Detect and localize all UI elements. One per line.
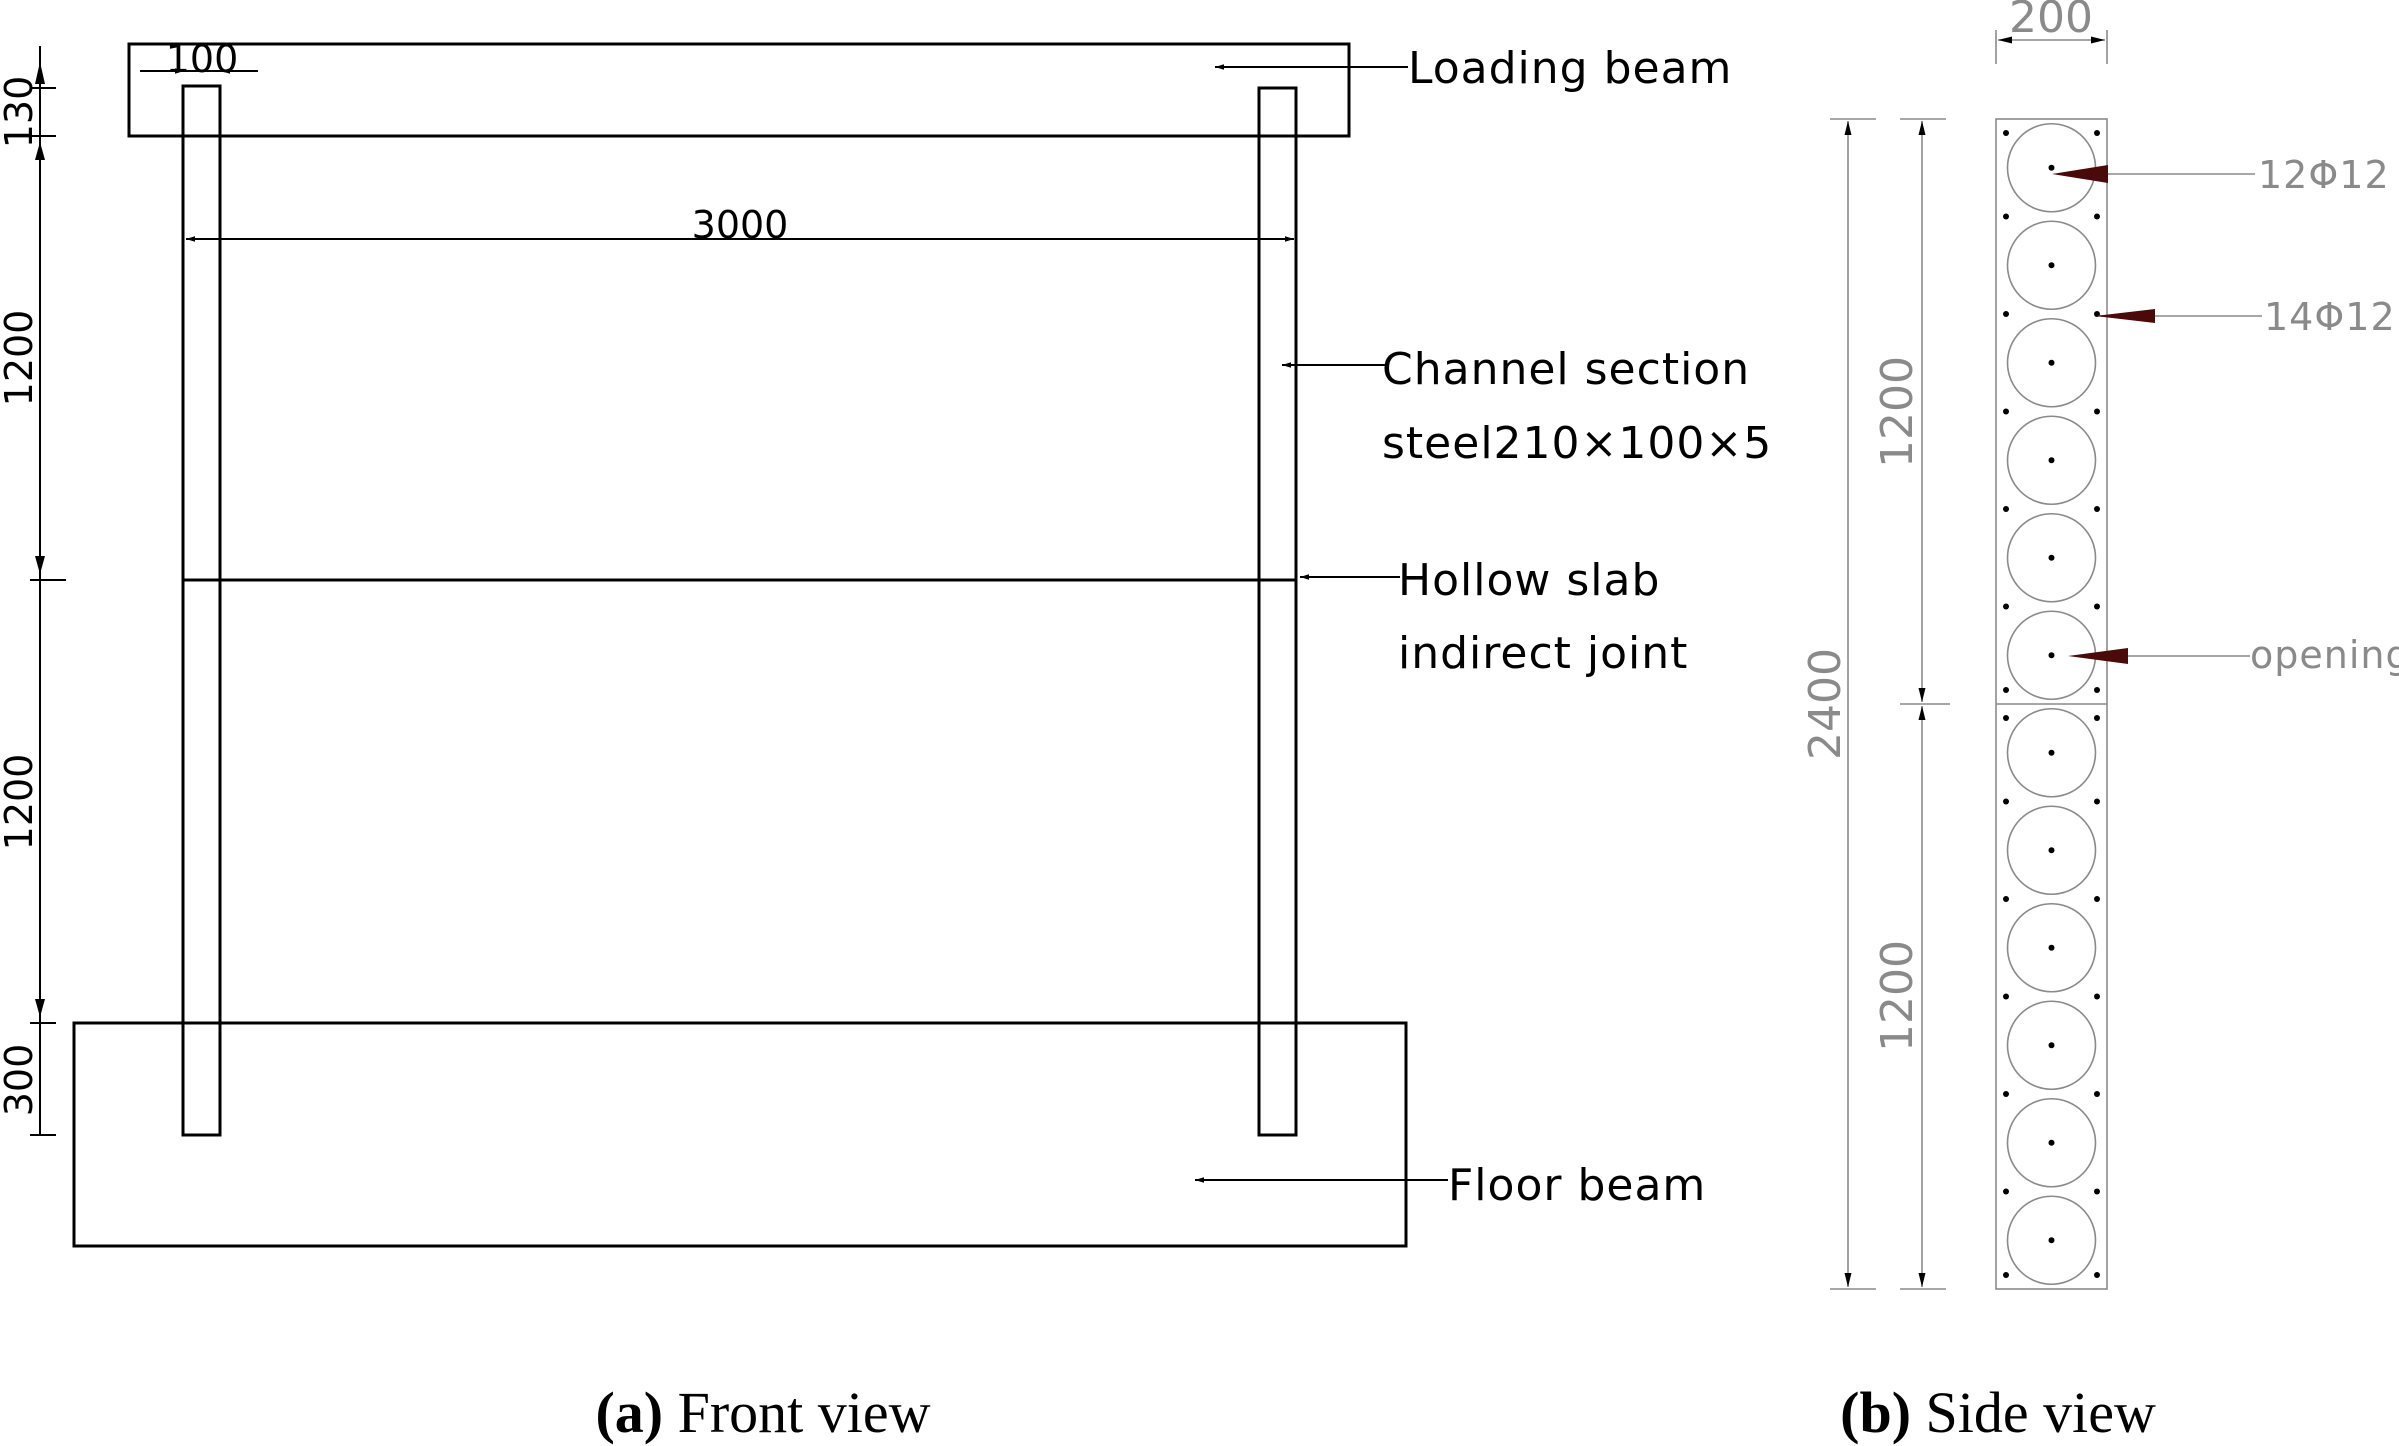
opening-circle-8 [2006, 902, 2097, 993]
side-rebar-dot-18 [2003, 896, 2009, 902]
opening-circle-7 [2006, 805, 2097, 896]
side-width-dim-text: 200 [2009, 0, 2093, 43]
span-dimension-text: 3000 [692, 203, 789, 247]
opening-arrowhead [2068, 648, 2128, 664]
opening-circle-2 [2006, 317, 2097, 408]
side-rebar-dot-14 [2003, 715, 2009, 721]
side-rebar-dot-11 [2094, 603, 2100, 610]
side-lower-dim-text: 1200 [1872, 940, 1923, 1052]
opening-circle-9 [2006, 1000, 2097, 1091]
opening-center-rebar-5 [2048, 652, 2055, 659]
opening-center-rebar-3 [2048, 457, 2055, 464]
openings-group [2006, 122, 2097, 1286]
opening-circle-11 [2006, 1195, 2097, 1286]
front-view-caption: (a) Front view [595, 1380, 930, 1445]
side-rebar-dot-19 [2094, 896, 2100, 902]
side-view-caption: (b) Side view [1840, 1380, 2156, 1445]
side-rebar-dot-16 [2003, 798, 2009, 805]
side-rebar-dot-26 [2003, 1272, 2009, 1278]
side-rebar-dot-15 [2094, 715, 2100, 721]
rebar-top-label: 12Φ12 [2258, 153, 2390, 197]
left-column [181, 84, 222, 1137]
floor-beam [72, 1021, 1408, 1248]
left-dim-arrow-a [35, 142, 45, 160]
opening-center-rebar-11 [2048, 1237, 2055, 1244]
side-rebar-dot-27 [2094, 1272, 2100, 1278]
side-rebar-dot-8 [2003, 506, 2009, 512]
side-rebar-dot-10 [2003, 603, 2009, 610]
rebar-side-label: 14Φ12 [2264, 295, 2396, 339]
rebar-top-arrowhead [2052, 165, 2108, 183]
opening-circle-6 [2006, 707, 2097, 798]
opening-center-rebar-8 [2048, 944, 2055, 951]
floor-beam-label: Floor beam [1448, 1160, 1706, 1211]
dim-lower-1200-text: 1200 [0, 754, 41, 851]
side-rebar-dot-23 [2094, 1091, 2100, 1097]
opening-center-rebar-2 [2048, 359, 2055, 366]
opening-circle-4 [2006, 512, 2097, 603]
side-rebar-dot-1 [2094, 130, 2100, 136]
channel-section-label-1: Channel section [1382, 344, 1750, 395]
opening-center-rebar-6 [2048, 749, 2055, 756]
opening-circle-10 [2006, 1097, 2097, 1188]
side-rebar-dot-0 [2003, 130, 2009, 136]
side-rebar-dot-9 [2094, 506, 2100, 512]
side-rebar-dot-7 [2094, 408, 2100, 415]
hollow-slab-label-2: indirect joint [1398, 628, 1688, 679]
dim-upper-1200-text: 1200 [0, 310, 41, 407]
loading-beam [127, 42, 1351, 138]
side-total-dim-text: 2400 [1800, 648, 1851, 760]
side-rebar-dot-6 [2003, 408, 2009, 415]
rebar-side-arrowhead [2095, 309, 2155, 323]
column-width-dim-text: 100 [166, 37, 239, 81]
side-rebar-dot-5 [2094, 311, 2100, 317]
hollow-slab-label-1: Hollow slab [1398, 555, 1660, 606]
side-rebar-dot-20 [2003, 993, 2009, 1000]
left-dim-arrow-c [35, 999, 45, 1017]
loading-beam-label: Loading beam [1408, 43, 1732, 94]
dim-130-text: 130 [0, 76, 41, 149]
side-rebar-dot-24 [2003, 1188, 2009, 1195]
side-rebar-dot-13 [2094, 687, 2100, 693]
side-rebar-dot-12 [2003, 687, 2009, 693]
side-upper-dim-text: 1200 [1872, 356, 1923, 468]
opening-circle-3 [2006, 415, 2097, 506]
side-rebar-dot-2 [2003, 213, 2009, 220]
dim-300-text: 300 [0, 1044, 41, 1117]
opening-center-rebar-4 [2048, 554, 2055, 561]
side-rebar-dot-25 [2094, 1188, 2100, 1195]
side-rebar-dot-22 [2003, 1091, 2009, 1097]
left-dim-arrow-b [35, 556, 45, 574]
opening-center-rebar-0 [2048, 164, 2055, 171]
side-rebar-dot-21 [2094, 993, 2100, 1000]
side-rebar-dot-3 [2094, 213, 2100, 220]
opening-center-rebar-1 [2048, 262, 2055, 269]
side-rebar-dot-4 [2003, 311, 2009, 317]
rebars-group [2003, 130, 2100, 1278]
side-rebar-dot-17 [2094, 798, 2100, 805]
left-dim-arrow-top [35, 62, 45, 84]
opening-center-rebar-9 [2048, 1042, 2055, 1049]
channel-section-label-2: steel210×100×5 [1382, 418, 1772, 469]
side-view: 200 2400 1200 1200 12Φ12 14Φ12 opening (… [1800, 0, 2399, 1445]
right-column [1257, 86, 1298, 1137]
opening-label: opening [2250, 633, 2399, 677]
opening-center-rebar-10 [2048, 1139, 2055, 1146]
opening-center-rebar-7 [2048, 847, 2055, 854]
front-view: 3000 100 130 1200 1200 300 Loading beam … [0, 37, 1772, 1445]
opening-circle-1 [2006, 220, 2097, 311]
